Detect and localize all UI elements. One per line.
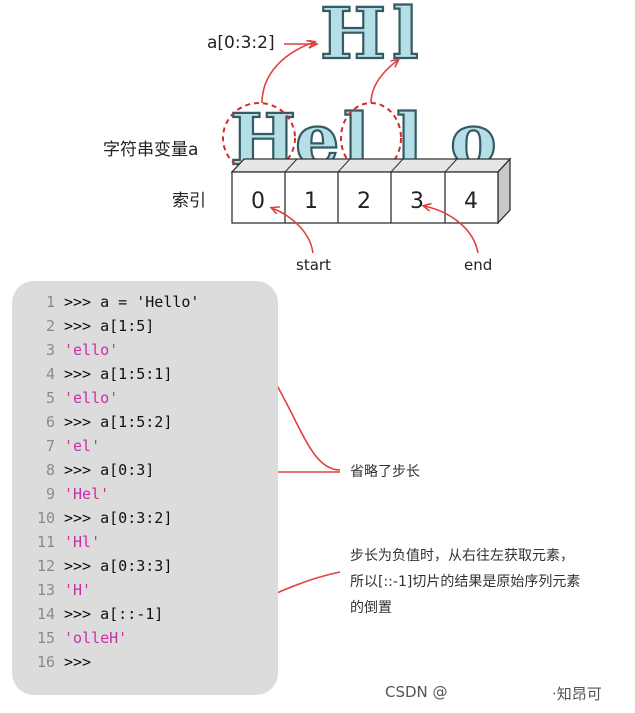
end-label: end [464,256,492,274]
code-line: 9 'Hel' [30,482,109,506]
code-line: 6 >>> a[1:5:2] [30,410,172,434]
index-label: 索引 [172,191,206,211]
code-output: 'H' [64,581,92,599]
line-number: 5 [45,389,55,407]
negative-step-note: 步长为负值时，从右往左获取元素， 所以[::-1]切片的结果是原始序列元素 的倒… [350,543,580,621]
code-line: 10 >>> a[0:3:2] [30,506,172,530]
code-text: >>> a = 'Hello' [64,293,200,311]
code-line: 7 'el' [30,434,100,458]
code-line: 11 'Hl' [30,530,100,554]
line-number: 9 [45,485,55,503]
line-number: 8 [45,461,55,479]
line-number: 4 [45,365,55,383]
code-line: 12 >>> a[0:3:3] [30,554,172,578]
code-output: 'ello' [64,389,119,407]
line-number: 15 [36,629,55,647]
line-number: 11 [36,533,55,551]
code-line: 14 >>> a[::-1] [30,602,163,626]
code-line: 4 >>> a[1:5:1] [30,362,172,386]
code-output: 'Hel' [64,485,110,503]
code-text: >>> a[1:5:2] [64,413,173,431]
code-line: 15 'olleH' [30,626,127,650]
line-number: 10 [36,509,55,527]
arrow-h-to-result [261,42,314,104]
code-output: 'ello' [64,341,119,359]
start-label: start [296,256,331,274]
code-text: >>> [64,653,92,671]
code-text: >>> a[0:3] [64,461,155,479]
index-3: 3 [410,189,424,214]
line-number: 13 [36,581,55,599]
line-number: 1 [45,293,55,311]
start-arrow [272,208,314,254]
line-number: 6 [45,413,55,431]
line-number: 16 [36,653,55,671]
omit-step-note: 省略了步长 [350,464,420,480]
line-number: 7 [45,437,55,455]
code-text: >>> a[0:3:2] [64,509,173,527]
code-text: >>> a[::-1] [64,605,164,623]
code-line: 5 'ello' [30,386,118,410]
code-output: 'olleH' [64,629,128,647]
line-number: 3 [45,341,55,359]
code-text: >>> a[0:3:3] [64,557,173,575]
code-output: 'Hl' [64,533,101,551]
code-text: >>> a[1:5:1] [64,365,173,383]
line-number: 14 [36,605,55,623]
code-line: 16 >>> [30,650,91,674]
result-letter-h: H [320,0,386,75]
slice-expression-label: a[0:3:2] [207,33,275,53]
code-panel: 1 >>> a = 'Hello' 2 >>> a[1:5] 3 'ello' 4 >>… [12,281,278,695]
negative-step-note-line: 所以[::-1]切片的结果是原始序列元素 [350,574,581,590]
code-line: 2 >>> a[1:5] [30,314,154,338]
line-number: 12 [36,557,55,575]
code-output: 'el' [64,437,101,455]
line-number: 2 [45,317,55,335]
string-variable-label: 字符串变量a [103,140,198,160]
code-line: 13 'H' [30,578,91,602]
negative-step-note-line: 的倒置 [350,600,392,616]
code-line: 8 >>> a[0:3] [30,458,154,482]
end-arrow [424,206,479,254]
code-line: 3 'ello' [30,338,118,362]
code-line: 1 >>> a = 'Hello' [30,290,200,314]
index-1: 1 [304,189,318,214]
index-2: 2 [357,189,371,214]
negative-step-note-line: 步长为负值时，从右往左获取元素， [350,548,574,564]
index-4: 4 [464,189,478,214]
code-text: >>> a[1:5] [64,317,155,335]
arrow-l-to-result [370,60,398,104]
csdn-watermark: CSDN @ [385,683,448,701]
result-letter-l: l [392,0,419,75]
index-0: 0 [251,189,265,214]
zhihu-watermark: ·知昂可 [552,685,602,703]
index-boxes [230,157,512,225]
